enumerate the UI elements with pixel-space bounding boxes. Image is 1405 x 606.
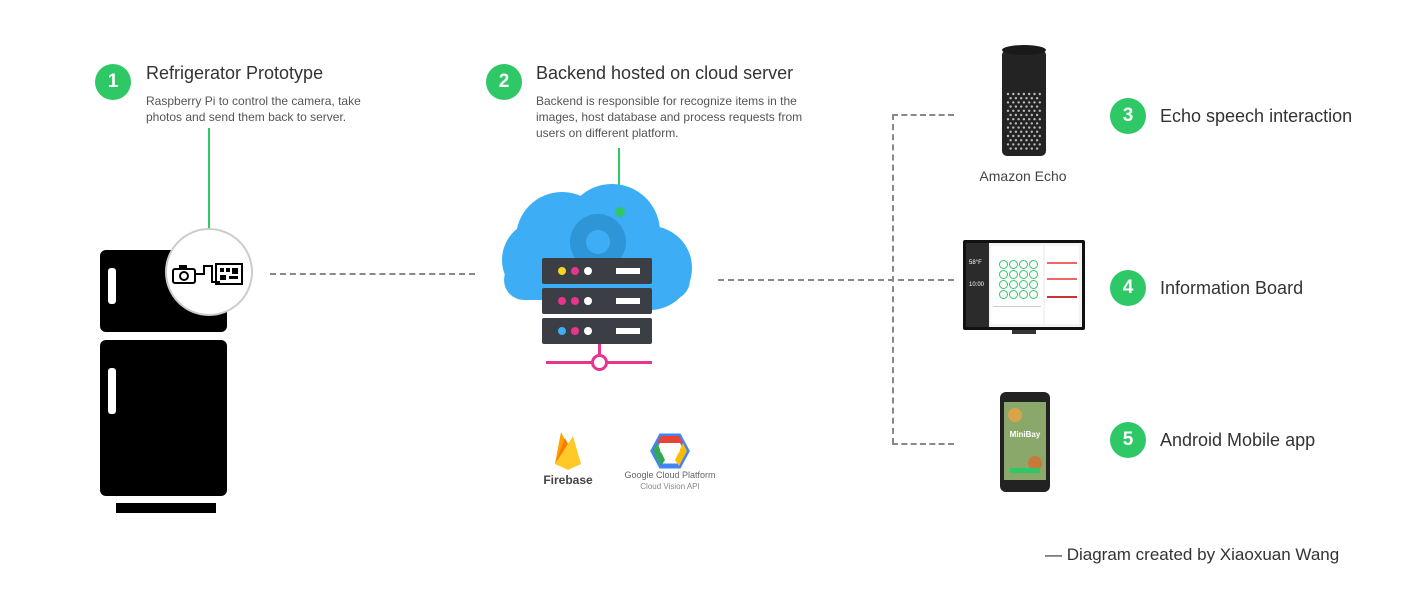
step-3-badge: 3 (1110, 98, 1146, 134)
link-to-phone (892, 443, 954, 445)
phone-screen: MiniBay (1004, 402, 1046, 480)
cloud-to-devices-link (718, 279, 954, 281)
step-4-badge: 4 (1110, 270, 1146, 306)
board-sidebar (966, 243, 989, 327)
step-1-description: Raspberry Pi to control the camera, take… (146, 94, 361, 124)
raspberry-pi-board-icon (196, 263, 243, 285)
information-board-stand (1012, 330, 1036, 334)
step-4-title: Information Board (1160, 278, 1304, 298)
step-5-badge: 5 (1110, 422, 1146, 458)
google-cloud-platform-logo-icon (650, 433, 690, 469)
step-2-connector (618, 148, 620, 210)
step-2-badge: 2 (486, 64, 522, 100)
information-board-screen: 58°F 10:00 (963, 240, 1085, 330)
fridge-to-cloud-link (270, 273, 475, 275)
amazon-echo-label: Amazon Echo (979, 168, 1067, 184)
firebase-logo-icon (555, 432, 581, 470)
step-3-title: Echo speech interaction (1160, 106, 1353, 126)
step-1-title: Refrigerator Prototype (146, 63, 324, 83)
phone-action-button (1010, 468, 1040, 473)
board-temp: 58°F (969, 260, 982, 266)
android-phone: MiniBay (1000, 392, 1050, 492)
board-time: 10:00 (969, 282, 985, 288)
diagram-credit: — Diagram created by Xiaoxuan Wang (1045, 545, 1340, 564)
step-1-badge: 1 (95, 64, 131, 100)
phone-app-name: MiniBay (1009, 430, 1041, 439)
link-to-echo (892, 114, 954, 116)
amazon-echo-icon (1002, 45, 1046, 156)
step-5-title: Android Mobile app (1160, 430, 1316, 450)
camera-icon (172, 265, 196, 284)
camera-circle (165, 228, 253, 316)
step-2-description: Backend is responsible for recognize ite… (536, 94, 803, 140)
gcp-title: Google Cloud Platform (624, 470, 716, 480)
devices-vertical-link (892, 114, 894, 444)
step-2-title: Backend hosted on cloud server (536, 63, 794, 83)
gcp-subtitle: Cloud Vision API (640, 482, 700, 491)
step-1-connector (208, 128, 210, 238)
cloud-server-icon (502, 184, 692, 371)
firebase-label: Firebase (543, 473, 593, 487)
